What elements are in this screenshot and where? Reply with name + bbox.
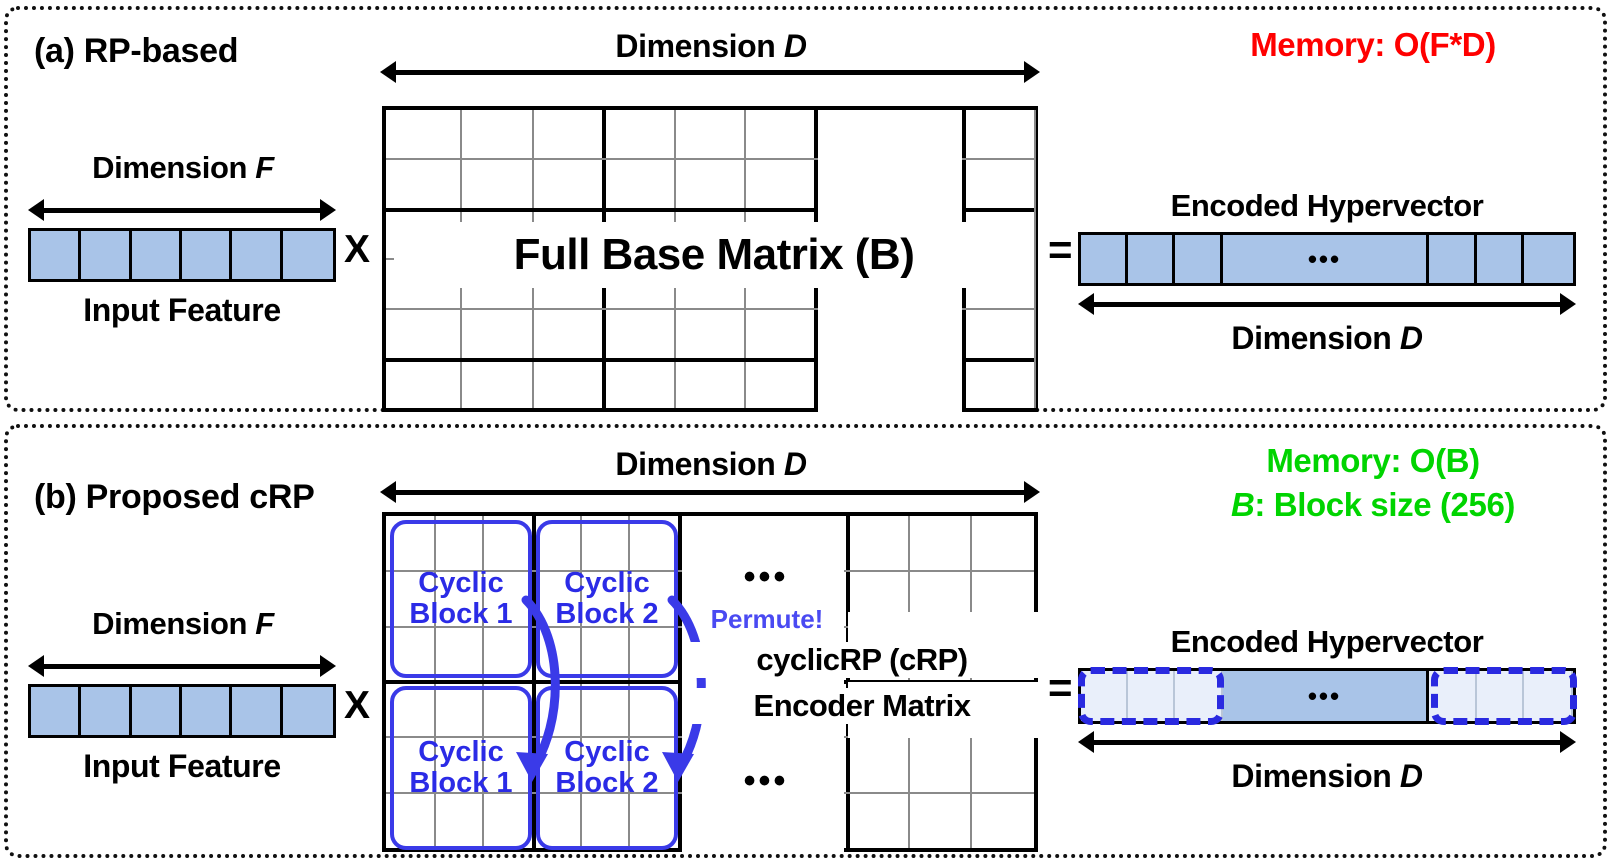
panel-b-output-dimension-label: Dimension D (1078, 758, 1576, 795)
panel-b-matrix-dimension-label: Dimension D (386, 446, 1036, 483)
panel-b-matrix-center-label-line1: cyclicRP (cRP) (686, 642, 1038, 678)
panel-a-multiply-operator: X (344, 228, 371, 271)
permute-label: Permute! (710, 604, 824, 634)
panel-b-memory-note-2: B: Block size (256) (1153, 486, 1593, 524)
panel-proposed-crp: (b) Proposed cRP Memory: O(B) B: Block s… (4, 424, 1607, 858)
panel-b-encoded-hypervector: ••• (1078, 668, 1576, 724)
cyclic-block-label-line2: Block 1 (409, 598, 513, 630)
out-dim-d-symbol: D (1399, 320, 1423, 356)
dim-d-prefix: Dimension (615, 28, 784, 64)
dim-f-symbol: F (255, 150, 274, 185)
panel-b-crp-encoder-matrix: Cyclic Block 1 Cyclic Block 2 Cyclic Blo… (382, 512, 1038, 852)
cyclic-block-label-line1: Cyclic (418, 736, 504, 769)
matrix-ellipsis-bottom: ••• (743, 762, 789, 800)
matrix-ellipsis-top: ••• (743, 558, 789, 596)
permute-arrow-block1 (516, 595, 560, 782)
cyclic-block-label-line1: Cyclic (564, 567, 650, 600)
panel-rp-based: (a) RP-based Memory: O(F*D) Dimension F … (4, 6, 1607, 412)
permute-arrow-block2 (662, 595, 706, 782)
panel-a-output-title: Encoded Hypervector (1170, 188, 1484, 223)
cyclic-block-label-line1: Cyclic (418, 567, 504, 600)
panel-b-equals-operator: = (1048, 664, 1073, 711)
panel-a-input-feature-vector (28, 228, 336, 282)
panel-a-matrix-dimension-label: Dimension D (386, 28, 1036, 65)
panel-a-input-feature-label: Input Feature (83, 292, 281, 328)
cyclic-block-label-line2: Block 1 (409, 767, 513, 799)
dim-d-symbol-b: D (783, 446, 807, 482)
out-dim-d-prefix-b: Dimension (1231, 758, 1400, 794)
out-dim-d-prefix: Dimension (1231, 320, 1400, 356)
cyclic-block-label-line2: Block 2 (555, 767, 659, 799)
panel-b-input-feature-label: Input Feature (83, 748, 281, 784)
panel-b-multiply-operator: X (344, 684, 371, 727)
panel-a-hypervector-ellipsis-cell: ••• (1222, 235, 1430, 283)
cyclic-block-label-line1: Cyclic (564, 736, 650, 769)
panel-b-memory-note: Memory: O(B) (1266, 442, 1480, 479)
dim-d-prefix-b: Dimension (615, 446, 784, 482)
panel-b-matrix-center-label-line2: Encoder Matrix (686, 688, 1038, 724)
panel-a-memory-note: Memory: O(F*D) (1250, 26, 1496, 63)
dim-f-symbol-b: F (255, 606, 274, 641)
panel-b-title: (b) Proposed cRP (34, 478, 315, 516)
panel-a-encoded-hypervector: ••• (1078, 232, 1576, 286)
panel-a-full-base-matrix: Full Base Matrix (B) (382, 106, 1038, 412)
panel-a-input-dimension-label: Dimension F (38, 150, 328, 186)
panel-b-hypervector-ellipsis-cell: ••• (1222, 671, 1430, 721)
panel-a-title: (a) RP-based (34, 32, 239, 70)
panel-a-matrix-center-label: Full Base Matrix (B) (394, 222, 1034, 288)
dim-f-prefix-b: Dimension (92, 606, 256, 641)
panel-a-output-dimension-label: Dimension D (1078, 320, 1576, 357)
panel-b-input-dimension-label: Dimension F (38, 606, 328, 642)
block-size-text: : Block size (256) (1254, 486, 1515, 523)
dim-d-symbol: D (783, 28, 807, 64)
cyclic-block-label-line2: Block 2 (555, 598, 659, 630)
panel-a-equals-operator: = (1048, 226, 1073, 273)
out-dim-d-symbol-b: D (1399, 758, 1423, 794)
dim-f-prefix: Dimension (92, 150, 256, 185)
panel-b-input-feature-vector (28, 684, 336, 738)
block-symbol: B (1230, 486, 1255, 523)
panel-b-output-title: Encoded Hypervector (1170, 624, 1484, 659)
